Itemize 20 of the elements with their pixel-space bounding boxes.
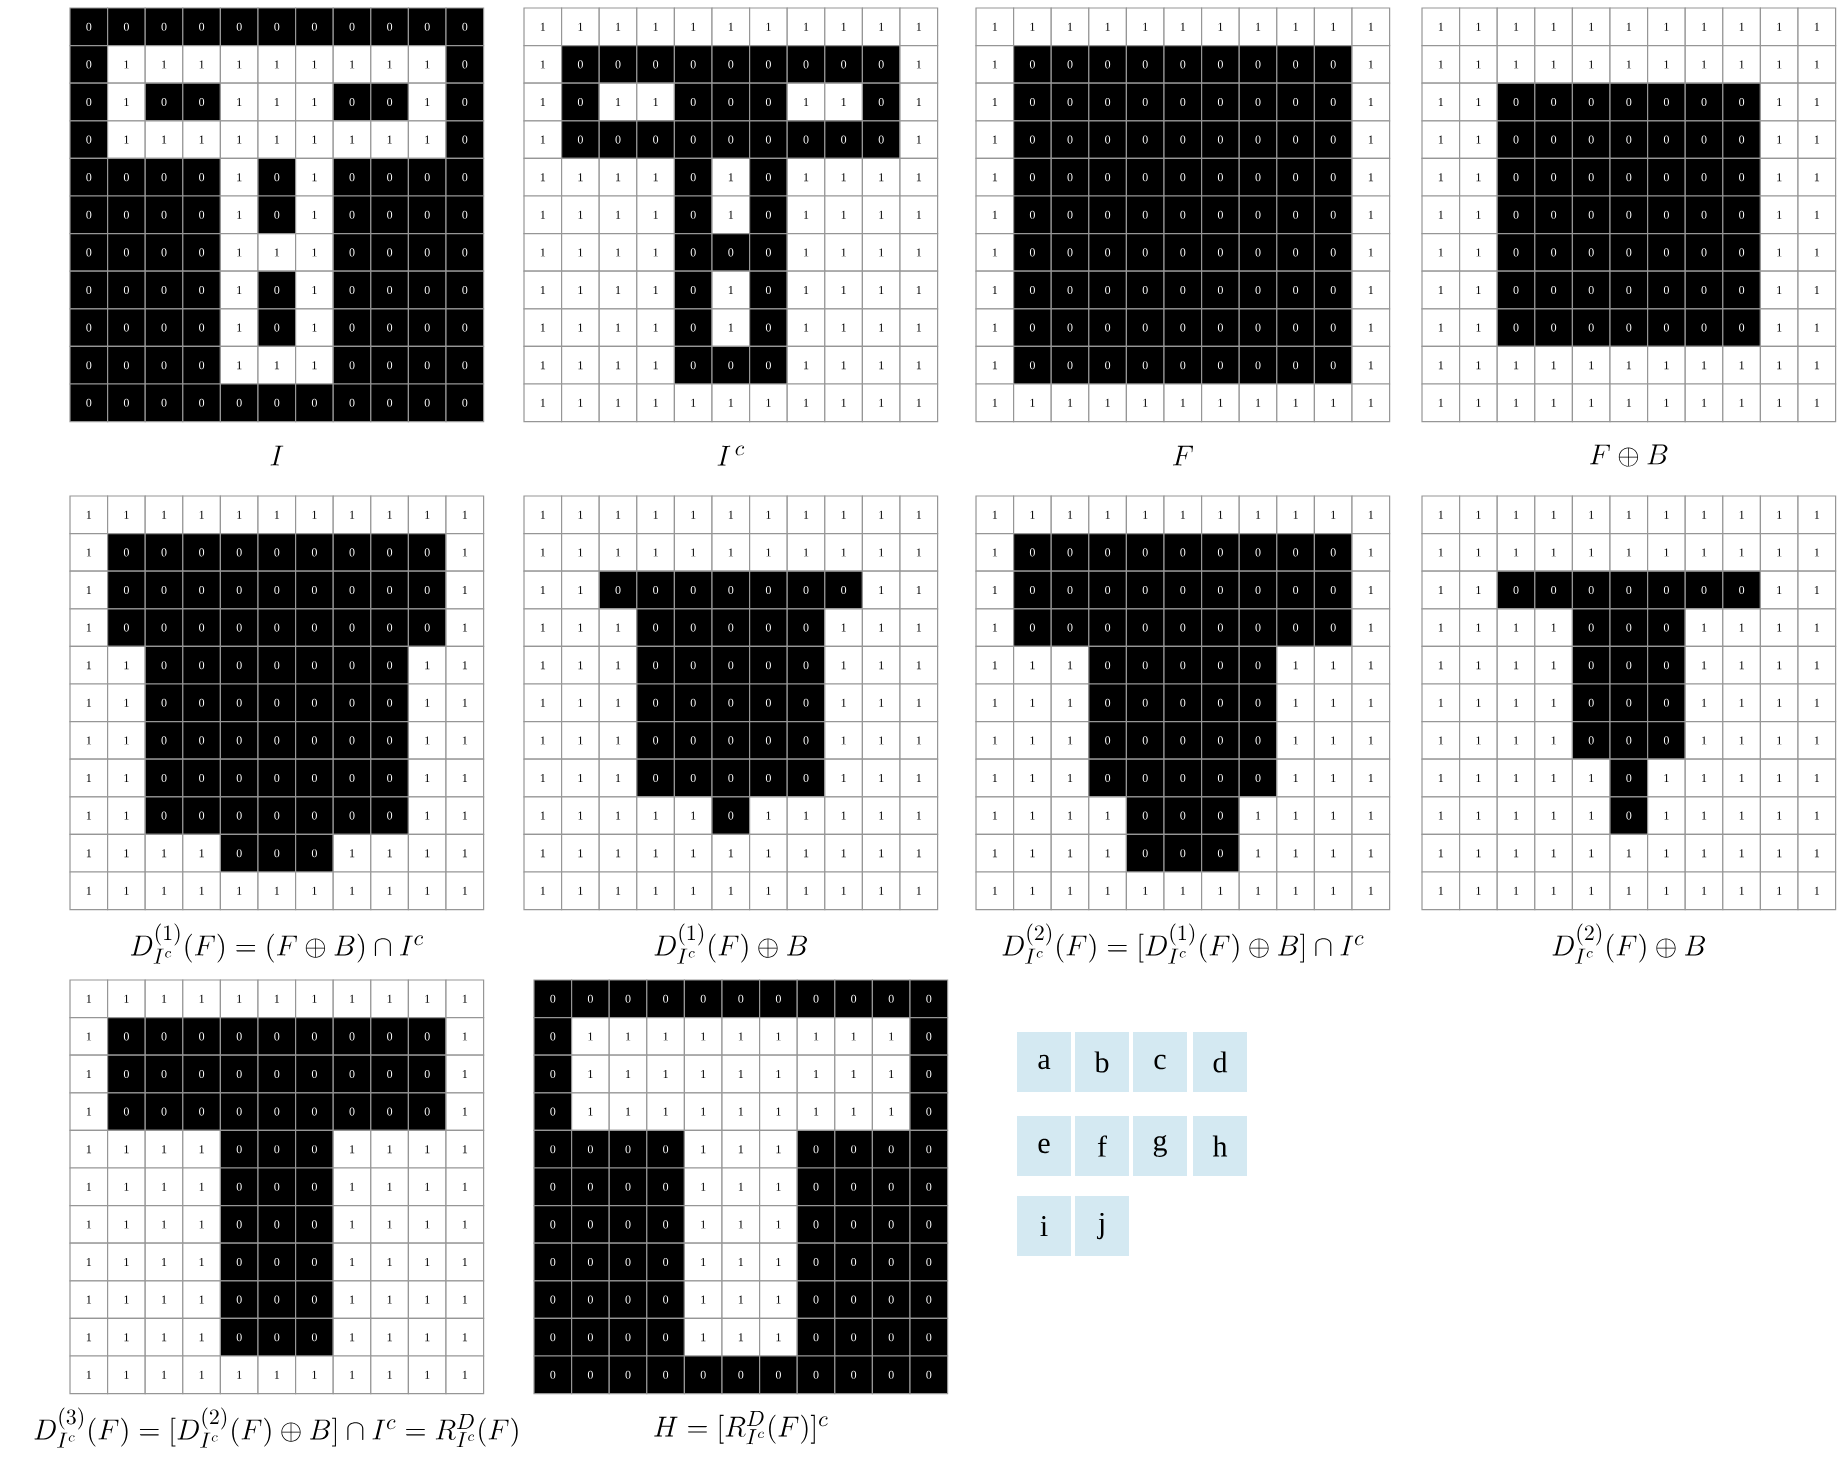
caption: $H=[R^{D}_{I^c}(F)]^c$ xyxy=(654,1411,828,1445)
letter-box: d xyxy=(1193,1032,1247,1092)
caption: $D^{(1)}_{I^c}(F)\oplus B$ xyxy=(654,923,807,964)
caption: $F$ xyxy=(1173,445,1193,466)
caption: $D^{(2)}_{I^c}(F)\oplus B$ xyxy=(1552,923,1705,964)
caption: $D^{(2)}_{I^c}(F)=[D^{(1)}_{I^c}(F)\oplus B]\cap I^c$ xyxy=(1002,923,1364,964)
letter-box: a xyxy=(1017,1032,1071,1092)
caption: $D^{(1)}_{I^c}(F)=(F\oplus B)\cap I^c$ xyxy=(130,923,423,964)
letter-box: e xyxy=(1017,1116,1071,1176)
letter-box: c xyxy=(1133,1032,1187,1092)
caption: $D^{(3)}_{I^c}(F)=[D^{(2)}_{I^c}(F)\oplus B]\cap I^c=R^{D}_{I^c}(F)$ xyxy=(34,1407,518,1448)
letter-box: i xyxy=(1017,1196,1071,1256)
letter-box: g xyxy=(1133,1116,1187,1176)
letter-box: h xyxy=(1193,1116,1247,1176)
letter-box: f xyxy=(1075,1116,1129,1176)
letter-box: j xyxy=(1075,1196,1129,1256)
caption: $I^{\,c}$ xyxy=(717,445,745,466)
caption: $I$ xyxy=(270,445,284,466)
caption: $F\oplus B$ xyxy=(1590,444,1668,467)
letter-box: b xyxy=(1075,1032,1129,1092)
